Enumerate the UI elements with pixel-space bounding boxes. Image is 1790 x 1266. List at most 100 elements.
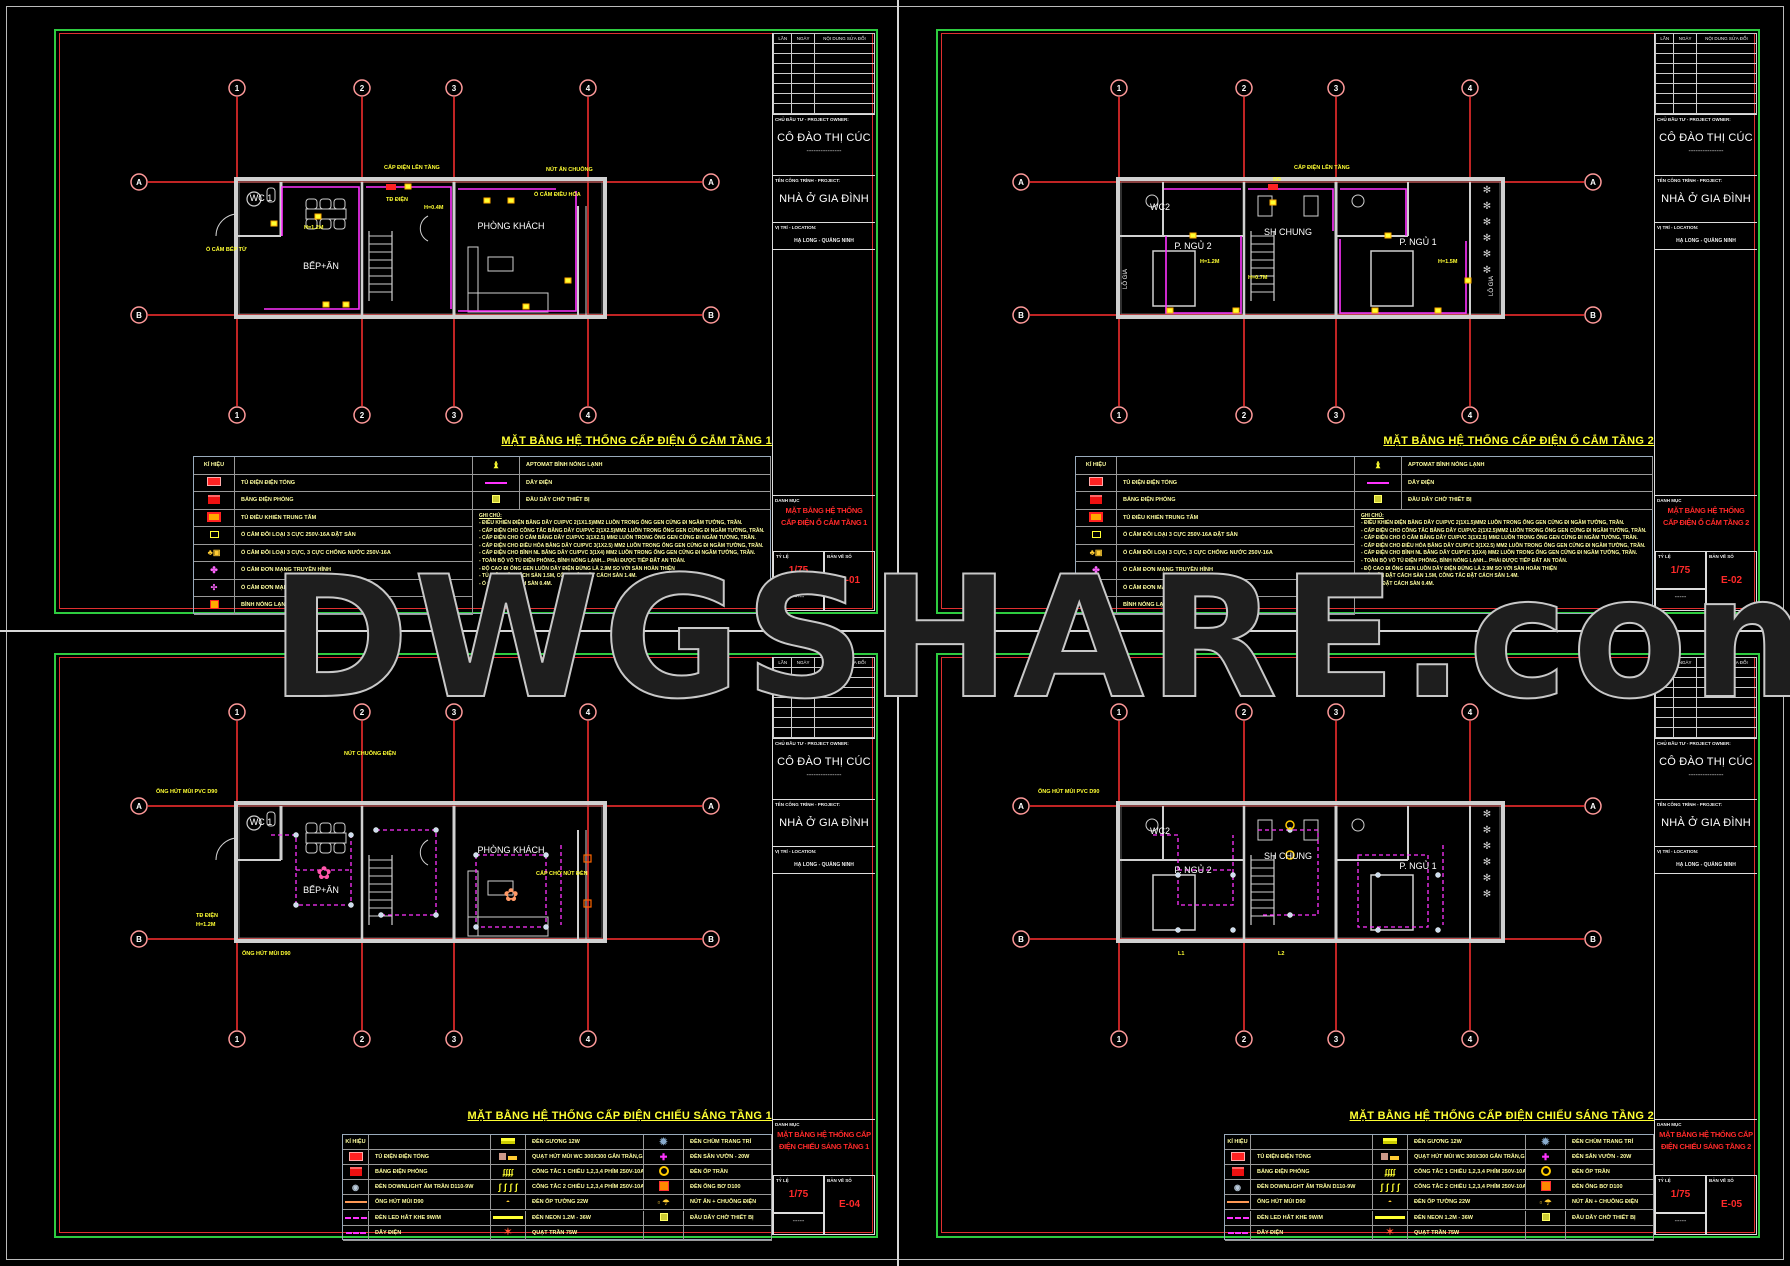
dining-table-icon: [305, 208, 347, 220]
legend-label: [369, 1135, 491, 1151]
notes-title: GHI CHÚ:: [479, 512, 502, 519]
exterior-wall-inner: [238, 181, 603, 315]
plant-icon: ✻: [1483, 185, 1491, 196]
sheet-title-line: MẶT BẰNG HỆ THỐNG: [785, 506, 863, 515]
chair-icon: [319, 198, 332, 210]
revision-cell: [1654, 93, 1675, 104]
grid-bubble: [1235, 703, 1253, 721]
revision-header: LẦN: [772, 657, 793, 668]
garden-light-icon: ✚: [659, 1151, 668, 1162]
legend-label: Ổ CẮM ĐƠN MẠNG TRUYỀN HÌNH: [235, 562, 473, 580]
ceiling-fan-icon: ✶: [1385, 1227, 1395, 1239]
plan-title: MẶT BẰNG HỆ THỐNG CẤP ĐIỆN CHIẾU SÁNG TẦ…: [1349, 1110, 1654, 1122]
revision-cell: [791, 43, 815, 54]
revision-cell: [772, 697, 793, 708]
legend-symbol: ◉: [343, 1180, 369, 1196]
grid-bubble: [579, 406, 597, 424]
downlight-marker: [433, 912, 439, 918]
legend-label: NÚT ẤN + CHUÔNG ĐIỆN: [1566, 1195, 1654, 1211]
owner-label: CHỦ ĐẦU TƯ - PROJECT OWNER:: [775, 117, 849, 122]
annotation-label: Ổ CẮM ĐIỀU HÒA: [534, 190, 581, 198]
grid-label: A: [1590, 802, 1596, 811]
grid-bubble: [1461, 1030, 1479, 1048]
legend-symbol: [1076, 527, 1117, 545]
grid-label: A: [1018, 178, 1024, 187]
wire-run: [264, 186, 577, 312]
exterior-wall-inner: [1120, 805, 1501, 939]
plant-icon: ✻: [1483, 825, 1491, 836]
room-label: BẾP+ĂN: [303, 261, 339, 271]
downlight-marker: [543, 924, 549, 930]
downlight-marker: [433, 827, 439, 833]
project-name: NHÀ Ở GIA ĐÌNH: [1661, 193, 1751, 205]
legend-symbol: ✣: [1076, 579, 1117, 597]
revision-cell: [1695, 93, 1758, 104]
legend-label: ỐNG HÚT MÙI D90: [1251, 1195, 1373, 1211]
grid-bubble: [702, 797, 720, 815]
control-box-icon: [1089, 511, 1103, 524]
ceiling-light-icon: [658, 1166, 669, 1178]
legend-symbol: [644, 1210, 684, 1226]
sheet-number: E-01: [838, 575, 861, 586]
one-way-switch-icon: ʄʄʄʄ: [1384, 1167, 1396, 1177]
grid-bubble: [1235, 79, 1253, 97]
revision-cell: [1654, 103, 1675, 114]
room-label: PHÒNG KHÁCH: [477, 845, 544, 855]
sheet-number-cell: BẢN VẼ SỐ E-01: [824, 551, 875, 611]
ceiling-fan-icon: ✶: [503, 1227, 513, 1239]
annotation-label: L2: [1278, 951, 1284, 957]
legend-label: ĐÈN CHÙM TRANG TRÍ: [684, 1135, 772, 1151]
terminal-icon: [659, 1212, 668, 1223]
annotation-label: TĐ ĐIỆN: [386, 195, 408, 203]
legend-label: [1566, 1225, 1654, 1241]
toilet-icon: [1145, 818, 1159, 832]
annotation-label: NÚT CHUÔNG ĐIỆN: [344, 749, 396, 757]
one-way-switch-icon: ʄʄʄʄ: [502, 1167, 514, 1177]
legend-label: BẢNG ĐIỆN PHÒNG: [369, 1165, 491, 1181]
sheet-number-label: BẢN VẼ SỐ: [827, 554, 852, 559]
grid-label: A: [136, 802, 142, 811]
category-label: DANH MỤC: [1657, 1122, 1682, 1127]
grid-label: 2: [360, 411, 365, 420]
legend-symbol: [1355, 474, 1402, 492]
revision-cell: [1695, 677, 1758, 688]
note-line: - ĐỘ CAO ĐI ỐNG GEN LUỒN DÂY ĐIỆN ĐỨNG L…: [1361, 565, 1557, 572]
legend-label: APTOMAT BÌNH NÓNG LẠNH: [520, 457, 771, 475]
socket-marker: [322, 301, 330, 308]
wire-icon: [1367, 480, 1389, 486]
legend-label: TỦ ĐIỀU KHIỂN TRUNG TÂM: [1117, 509, 1355, 527]
revision-cell: [791, 707, 815, 718]
owner-dash: ---------------: [1688, 772, 1724, 779]
grid-label: 2: [1242, 84, 1247, 93]
terminal-icon: [492, 495, 500, 505]
blank-cell: -----: [1655, 1213, 1706, 1235]
revision-cell: [1673, 63, 1697, 74]
plant-icon: ✻: [1483, 249, 1491, 260]
revision-cell: [1695, 707, 1758, 718]
legend-symbol: ♝: [1355, 457, 1402, 475]
annotation-label: BĐ: [1273, 177, 1281, 183]
bed-icon: [1152, 874, 1196, 931]
grid-bubble: [1012, 797, 1030, 815]
scale-value: 1/75: [788, 565, 809, 576]
revision-cell: [772, 707, 793, 718]
revision-cell: [1673, 667, 1697, 678]
revision-cell: [772, 687, 793, 698]
annotation-label: H=0.7M: [1248, 275, 1268, 281]
sheet-title-line: MẶT BẰNG HỆ THỐNG CẤP: [1659, 1130, 1753, 1139]
location-label: VỊ TRÍ - LOCATION:: [1657, 225, 1699, 230]
exterior-wall-inner: [1120, 181, 1501, 315]
revision-cell: [791, 83, 815, 94]
revision-cell: [1673, 43, 1697, 54]
grid-label: A: [1018, 802, 1024, 811]
legend-label: ĐÈN DOWNLIGHT ÂM TRẦN D110-9W: [369, 1180, 491, 1196]
neon-light-icon: [1375, 1215, 1405, 1221]
grid-bubble: [1327, 79, 1345, 97]
project-name: NHÀ Ở GIA ĐÌNH: [1661, 817, 1751, 829]
chandelier-marker: ✿: [316, 863, 331, 883]
